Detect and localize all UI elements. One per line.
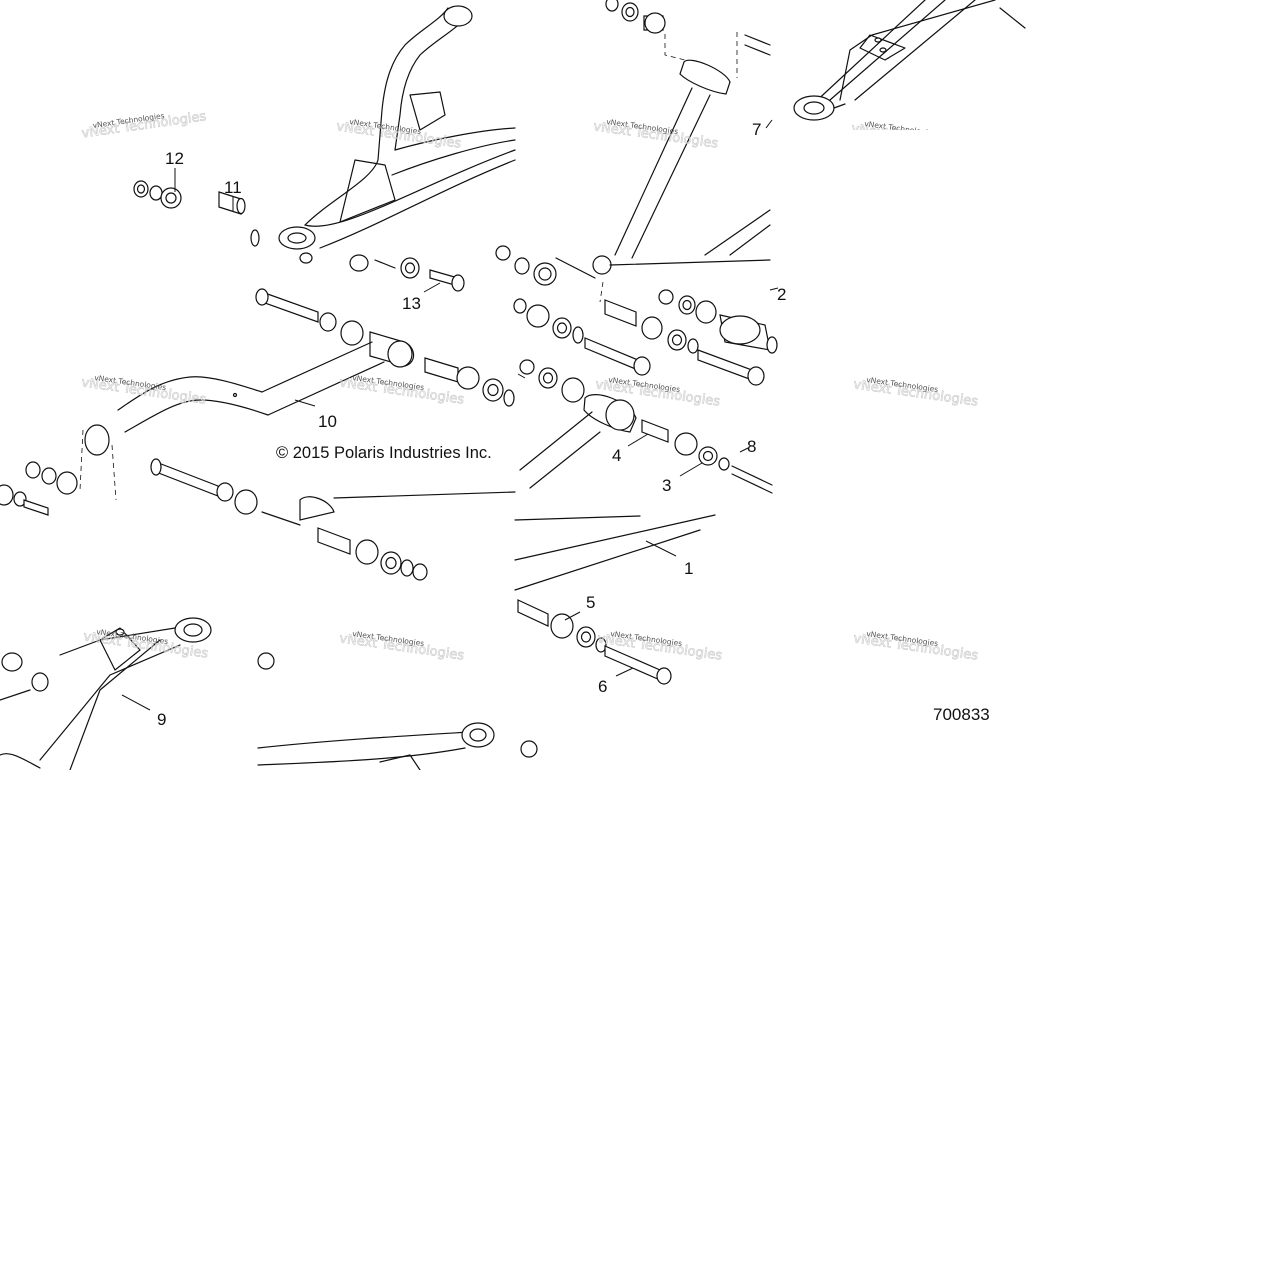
callout-9: 9 bbox=[157, 710, 166, 729]
callout-1: 1 bbox=[684, 559, 693, 578]
callout-4: 4 bbox=[612, 446, 621, 465]
control-arm-rear-upper bbox=[555, 0, 771, 279]
leader-lines bbox=[121, 119, 779, 711]
upper-a-arm-lower-tile bbox=[257, 652, 538, 771]
copyright-notice: © 2015 Polaris Industries Inc. bbox=[276, 444, 492, 462]
callout-12: 12 bbox=[165, 149, 184, 168]
upper-a-arm-right bbox=[793, 0, 1026, 121]
callout-13: 13 bbox=[402, 294, 421, 313]
callout-11: 11 bbox=[224, 178, 242, 197]
bushing-set-center bbox=[513, 281, 778, 403]
callout-2: 2 bbox=[777, 285, 786, 304]
callout-3: 3 bbox=[662, 476, 671, 495]
callout-8: 8 bbox=[747, 437, 756, 456]
upper-a-arm-left bbox=[278, 5, 516, 264]
lower-arm-front-bolt-stack bbox=[255, 288, 515, 416]
callout-7: 7 bbox=[752, 120, 761, 139]
pivot-bolt-assembly-center bbox=[349, 245, 557, 292]
control-arm-lower-tube bbox=[514, 514, 716, 685]
callout-labels: 1 2 3 4 5 6 7 8 9 10 11 12 13 bbox=[157, 120, 786, 729]
figure-number: 700833 bbox=[933, 705, 990, 724]
lower-a-arm-front bbox=[0, 376, 269, 516]
lower-control-arm-center bbox=[519, 394, 773, 494]
hardware-group-upper-left bbox=[133, 180, 260, 247]
callout-5: 5 bbox=[586, 593, 595, 612]
lower-arm-rear-bolt-stack bbox=[150, 458, 516, 581]
lower-a-arm-left bbox=[0, 617, 212, 771]
callout-6: 6 bbox=[598, 677, 607, 696]
callout-10: 10 bbox=[318, 412, 337, 431]
